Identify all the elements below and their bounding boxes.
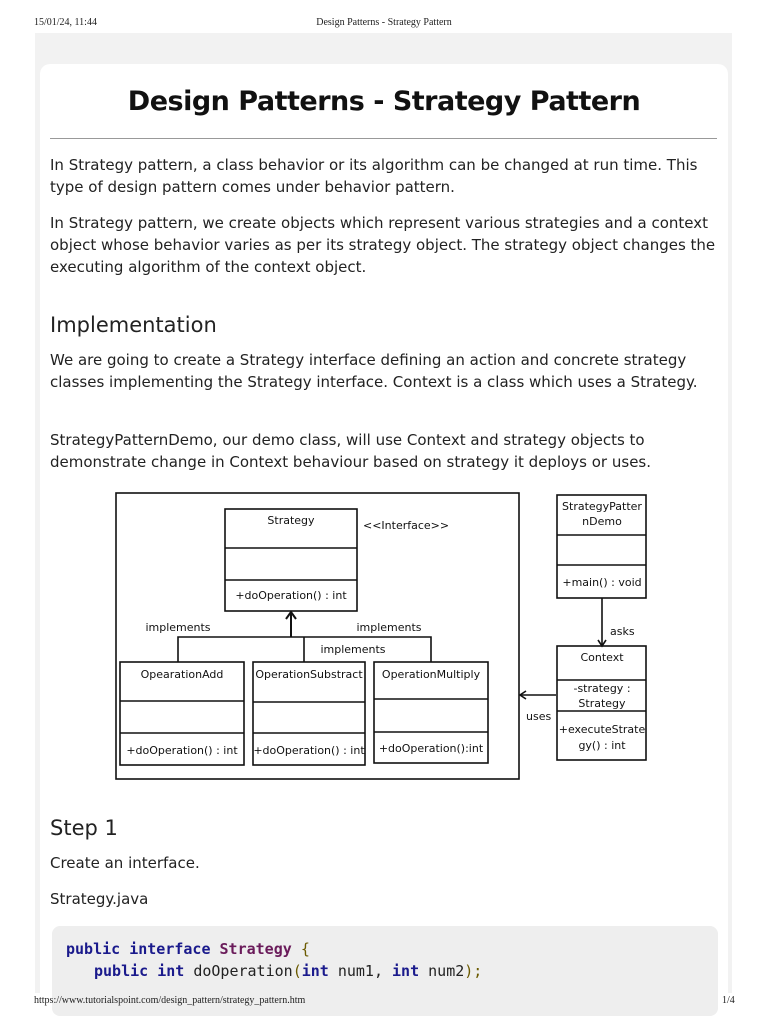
operation-multiply-name: OperationMultiply bbox=[382, 668, 481, 681]
uses-label: uses bbox=[526, 710, 551, 723]
step1-text: Create an interface. bbox=[50, 854, 200, 872]
demo-name-line1: StrategyPatter bbox=[562, 500, 642, 513]
context-name: Context bbox=[580, 651, 624, 664]
implementation-paragraph-2: StrategyPatternDemo, our demo class, wil… bbox=[50, 431, 652, 471]
operation-substract-name: OperationSubstract bbox=[255, 668, 363, 681]
operation-substract-method: +doOperation() : int bbox=[253, 744, 365, 757]
implementation-heading: Implementation bbox=[50, 313, 217, 337]
print-datetime: 15/01/24, 11:44 bbox=[34, 17, 97, 28]
operation-add-box bbox=[119, 661, 245, 766]
demo-method: +main() : void bbox=[562, 576, 641, 589]
operation-add-method: +doOperation() : int bbox=[126, 744, 238, 757]
print-url: https://www.tutorialspoint.com/design_pa… bbox=[34, 995, 306, 1006]
strategy-name: Strategy bbox=[267, 514, 315, 527]
demo-name-line2: nDemo bbox=[582, 515, 622, 528]
code-block: public interface Strategy { public int d… bbox=[52, 926, 718, 1016]
intro-paragraph-1: In Strategy pattern, a class behavior or… bbox=[50, 156, 698, 196]
context-method-2: gy() : int bbox=[578, 739, 626, 752]
code-line-1: public interface Strategy { bbox=[66, 940, 310, 958]
implements-label-1: implements bbox=[145, 621, 210, 634]
operation-multiply-method: +doOperation():int bbox=[379, 742, 484, 755]
page-title: Design Patterns - Strategy Pattern bbox=[127, 86, 641, 117]
step1-filename: Strategy.java bbox=[50, 890, 149, 908]
intro-paragraph-2: In Strategy pattern, we create objects w… bbox=[50, 214, 716, 276]
implements-label-2: implements bbox=[356, 621, 421, 634]
step1-heading: Step 1 bbox=[50, 816, 118, 840]
context-field-2: Strategy bbox=[578, 697, 626, 710]
uml-diagram: Strategy <<Interface>> +doOperation() : … bbox=[115, 492, 647, 780]
implements-label-3: implements bbox=[320, 643, 385, 656]
operation-add-name: OpearationAdd bbox=[141, 668, 224, 681]
context-method-1: +executeStrate bbox=[559, 723, 646, 736]
strategy-stereotype: <<Interface>> bbox=[363, 519, 449, 532]
asks-label: asks bbox=[610, 625, 635, 638]
print-title: Design Patterns - Strategy Pattern bbox=[316, 17, 452, 28]
print-page-number: 1/4 bbox=[722, 995, 735, 1006]
operation-substract-box bbox=[252, 661, 366, 766]
implementation-paragraph-1: We are going to create a Strategy interf… bbox=[50, 351, 698, 391]
title-divider bbox=[50, 138, 717, 139]
code-line-2: public int doOperation(int num1, int num… bbox=[94, 962, 483, 980]
strategy-method: +doOperation() : int bbox=[235, 589, 347, 602]
context-field-1: -strategy : bbox=[573, 682, 630, 695]
content-card: Design Patterns - Strategy Pattern In St… bbox=[40, 64, 728, 1016]
